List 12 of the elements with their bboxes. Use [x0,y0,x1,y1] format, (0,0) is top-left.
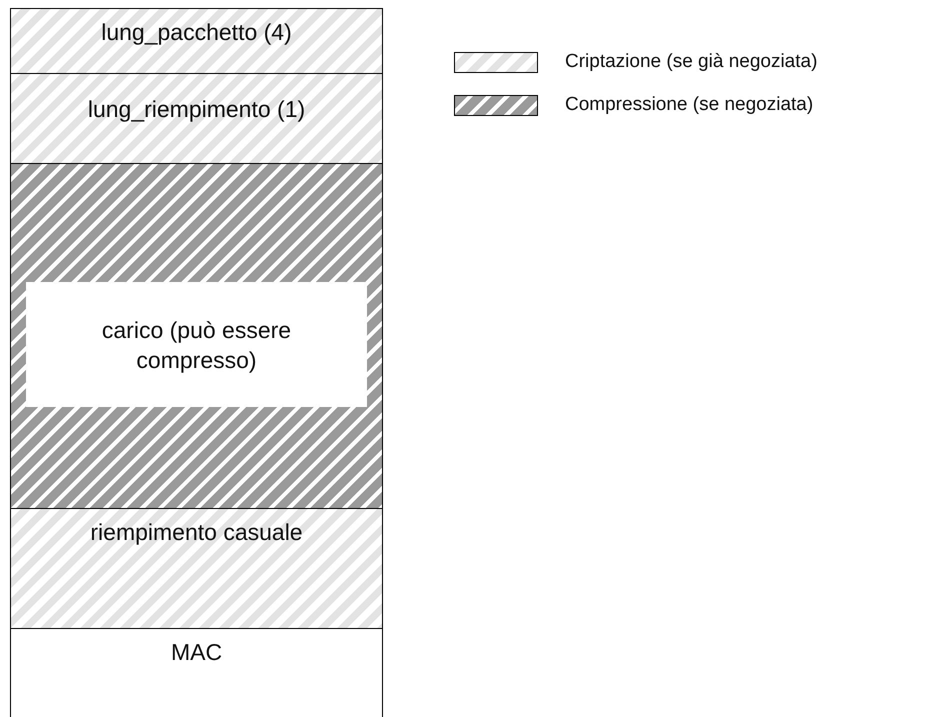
field-label: riempimento casuale [89,519,304,546]
field-label: MAC [170,639,224,666]
packet-field [10,73,383,164]
legend-label: Criptazione (se già negoziata) [565,51,818,73]
packet-field [10,628,383,717]
packet-field [10,508,383,629]
packet-field [10,163,383,509]
field-label: carico (può essere compresso) [26,282,367,407]
field-label: lung_riempimento (1) [86,96,306,123]
legend-label: Compressione (se negoziata) [565,94,814,116]
packet-field [10,8,383,74]
field-label: lung_pacchetto (4) [100,19,293,46]
